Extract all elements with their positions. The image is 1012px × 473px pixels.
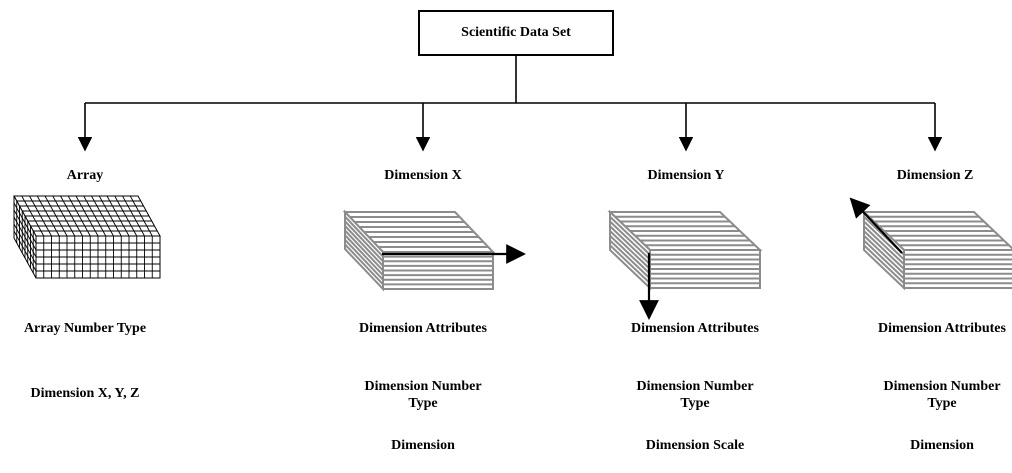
dimension-x-number-type-label: Dimension Number Type xyxy=(364,379,482,411)
dimension-y-attributes-label: Dimension Attributes xyxy=(631,321,759,336)
array-number-type-label: Array Number Type xyxy=(23,321,147,336)
dimension-y-scale-label: Dimension Scale xyxy=(645,438,745,453)
dimension-z-title: Dimension Z xyxy=(896,168,974,183)
dimension-y-slab xyxy=(607,209,763,291)
dimension-z-slab xyxy=(861,209,1012,291)
dimension-x-title: Dimension X xyxy=(384,168,462,183)
dimension-x-slab xyxy=(342,209,496,292)
dimension-y-title: Dimension Y xyxy=(647,168,725,183)
dimension-x-attributes-label: Dimension Attributes xyxy=(359,321,487,336)
array-grid-cube xyxy=(13,195,161,279)
dimension-x-scale-label: Dimension xyxy=(391,438,455,453)
array-title: Array xyxy=(66,168,104,183)
array-dimensions-label: Dimension X, Y, Z xyxy=(30,386,140,401)
connector-lines xyxy=(77,56,943,152)
scientific-data-set-box: Scientific Data Set xyxy=(418,10,614,56)
z-axis-arrow xyxy=(849,197,903,254)
dimension-y-number-type-label: Dimension Number Type xyxy=(636,379,754,411)
dimension-z-attributes-label: Dimension Attributes xyxy=(878,321,1006,336)
dimension-z-number-type-label: Dimension Number Type xyxy=(883,379,1001,411)
dimension-z-scale-label: Dimension xyxy=(910,438,974,453)
root-label: Scientific Data Set xyxy=(461,25,571,40)
